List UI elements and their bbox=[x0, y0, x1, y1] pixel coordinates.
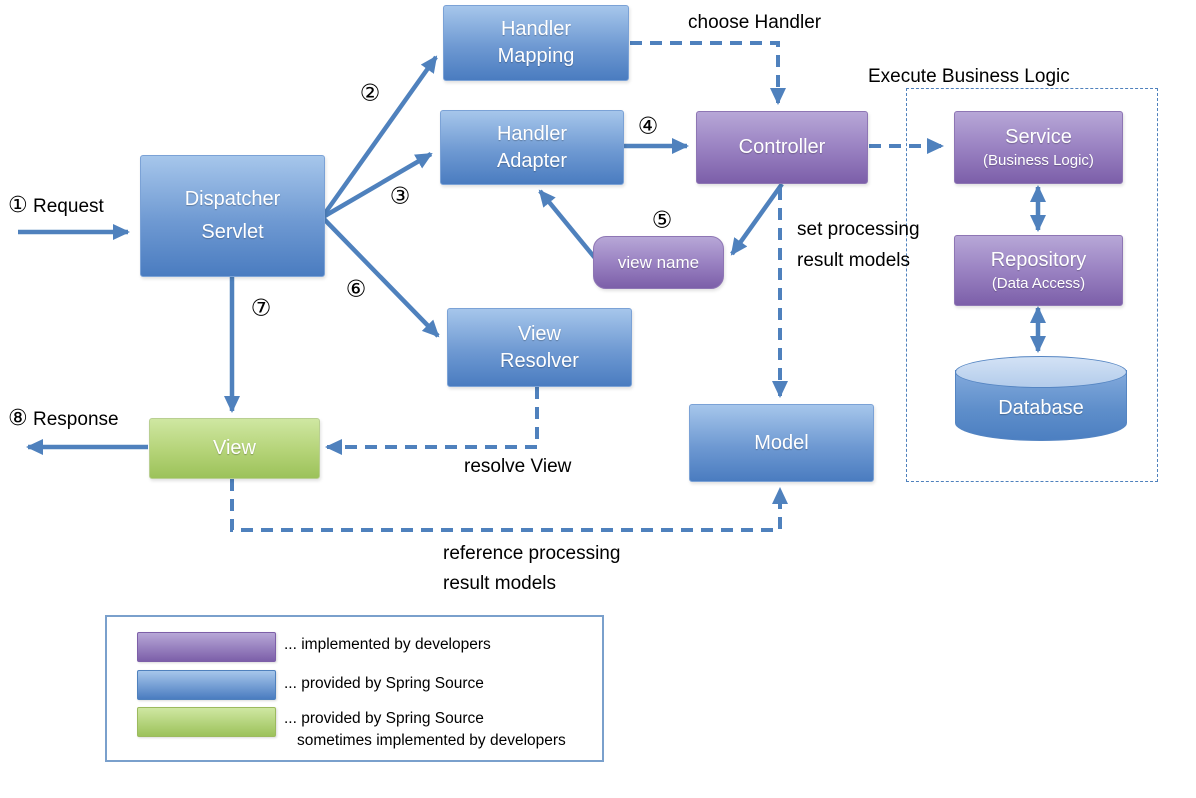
legend: ... implemented by developers ... provid… bbox=[105, 615, 604, 762]
service-label: Service bbox=[1005, 125, 1072, 148]
repository-label: Repository bbox=[990, 248, 1087, 271]
execute-business-logic-group-border bbox=[906, 88, 1158, 482]
resolve-view-label: resolve View bbox=[464, 456, 572, 477]
node-controller: Controller bbox=[696, 111, 868, 184]
dashed-arrow-view-resolver-to-view bbox=[325, 387, 539, 455]
legend-swatch-green bbox=[137, 707, 276, 737]
node-handler-adapter: Handler Adapter bbox=[440, 110, 624, 185]
step-8-marker: ⑧ bbox=[8, 405, 28, 430]
reference-processing-line2: result models bbox=[443, 573, 556, 594]
step-1-marker: ① bbox=[8, 192, 28, 217]
dispatcher-label-line2: Servlet bbox=[201, 221, 264, 243]
legend-swatch-blue bbox=[137, 670, 276, 700]
repository-sublabel: (Data Access) bbox=[991, 274, 1086, 292]
dashed-arrow-view-to-model bbox=[230, 479, 788, 532]
node-service: Service (Business Logic) bbox=[954, 111, 1123, 184]
legend-item-green-text: ... provided by Spring Source bbox=[284, 710, 484, 727]
handler-mapping-label-line2: Mapping bbox=[497, 45, 575, 67]
arrow-dispatcher-to-view-resolver bbox=[321, 216, 440, 338]
step-5-marker: ⑤ bbox=[651, 206, 673, 233]
set-processing-line2: result models bbox=[797, 250, 910, 271]
controller-label: Controller bbox=[738, 136, 826, 158]
legend-item-green-text2: sometimes implemented by developers bbox=[297, 732, 566, 749]
step-7-marker: ⑦ bbox=[250, 294, 272, 321]
view-resolver-label-line2: Resolver bbox=[500, 349, 579, 372]
node-dispatcher-servlet: Dispatcher Servlet bbox=[140, 155, 325, 277]
node-view-name: view name bbox=[593, 236, 724, 289]
database-label: Database bbox=[998, 396, 1084, 419]
view-resolver-label-line1: View bbox=[518, 322, 561, 345]
legend-item-purple-text: ... implemented by developers bbox=[284, 636, 491, 653]
service-sublabel: (Business Logic) bbox=[983, 151, 1094, 169]
step-4-marker: ④ bbox=[637, 112, 659, 139]
arrow-view-name-to-handler-adapter bbox=[538, 189, 597, 260]
model-label: Model bbox=[754, 431, 809, 454]
legend-swatch-purple bbox=[137, 632, 276, 662]
view-name-label: view name bbox=[617, 253, 700, 272]
arrow-dispatcher-to-handler-mapping bbox=[321, 55, 438, 218]
node-view-resolver: View Resolver bbox=[447, 308, 632, 387]
handler-adapter-label-line1: Handler bbox=[496, 122, 568, 145]
arrow-controller-to-view-name bbox=[730, 182, 784, 256]
node-repository: Repository (Data Access) bbox=[954, 235, 1123, 306]
execute-business-logic-title: Execute Business Logic bbox=[868, 66, 1070, 87]
dashed-arrow-choose-handler bbox=[630, 41, 786, 105]
node-model: Model bbox=[689, 404, 874, 482]
response-label: Response bbox=[33, 409, 119, 430]
node-handler-mapping: Handler Mapping bbox=[443, 5, 629, 81]
request-label-group: ① Request bbox=[8, 190, 104, 222]
arrow-dispatcher-to-handler-adapter bbox=[321, 152, 433, 219]
view-label: View bbox=[213, 437, 256, 459]
reference-processing-line1: reference processing bbox=[443, 543, 621, 564]
dispatcher-label-line1: Dispatcher bbox=[184, 188, 281, 210]
set-processing-label: set processing result models bbox=[797, 214, 920, 276]
handler-mapping-label-line1: Handler bbox=[500, 18, 572, 40]
reference-processing-label: reference processing result models bbox=[443, 539, 620, 599]
handler-adapter-label-line2: Adapter bbox=[496, 149, 568, 172]
choose-handler-label: choose Handler bbox=[688, 12, 822, 33]
set-processing-line1: set processing bbox=[797, 219, 920, 240]
node-view: View bbox=[149, 418, 320, 479]
step-2-marker: ② bbox=[359, 79, 381, 106]
response-label-group: ⑧ Response bbox=[8, 403, 119, 435]
database-cylinder-top bbox=[955, 356, 1127, 388]
legend-item-blue-text: ... provided by Spring Source bbox=[284, 675, 484, 692]
request-label: Request bbox=[33, 196, 104, 217]
step-6-marker: ⑥ bbox=[345, 275, 367, 302]
step-3-marker: ③ bbox=[389, 182, 411, 209]
